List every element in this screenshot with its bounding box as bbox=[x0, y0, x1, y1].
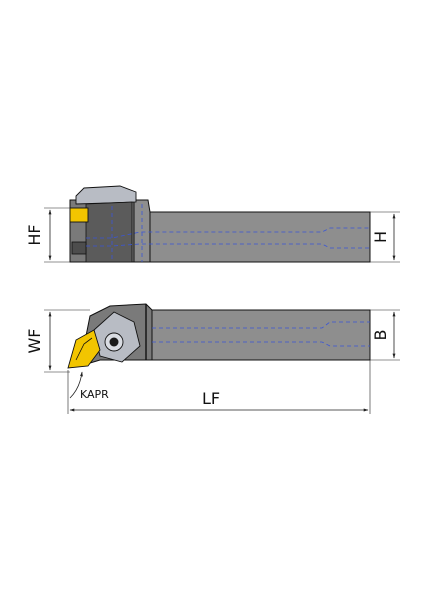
side-seat bbox=[71, 241, 87, 255]
top-insert bbox=[67, 329, 101, 369]
top-clamp-screw-core bbox=[109, 337, 119, 347]
b-dimension: B bbox=[370, 309, 400, 361]
h-label: H bbox=[371, 231, 390, 243]
top-coolant-line-2 bbox=[152, 341, 370, 347]
top-insert-chipbreaker bbox=[75, 337, 93, 361]
top-view bbox=[67, 303, 371, 369]
side-shank bbox=[145, 211, 371, 263]
wf-dimension: WF bbox=[25, 309, 90, 373]
b-label: B bbox=[371, 330, 390, 341]
h-dimension: H bbox=[370, 211, 400, 263]
kapr-label: KAPR bbox=[80, 388, 109, 401]
lf-label: LF bbox=[202, 389, 220, 408]
wf-label: WF bbox=[25, 328, 44, 353]
kapr-dimension: KAPR bbox=[69, 371, 109, 401]
side-coolant-line bbox=[86, 227, 370, 239]
top-coolant-line bbox=[152, 321, 370, 329]
hf-label: HF bbox=[25, 224, 44, 245]
side-insert bbox=[69, 207, 89, 223]
side-coolant-line-2 bbox=[86, 243, 370, 249]
side-clamp-face bbox=[85, 201, 133, 263]
hf-dimension: HF bbox=[25, 207, 70, 263]
side-view bbox=[69, 185, 371, 263]
side-neck bbox=[131, 199, 151, 263]
top-shank bbox=[151, 309, 371, 361]
side-clamp bbox=[75, 185, 137, 205]
lf-dimension: LF bbox=[67, 360, 371, 414]
